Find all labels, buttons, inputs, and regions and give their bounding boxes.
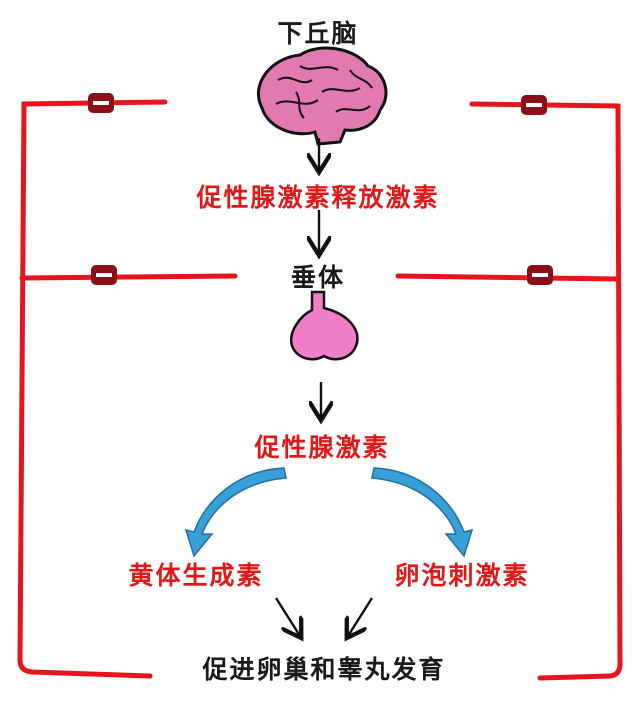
right-outer-feedback-line: [469, 101, 623, 681]
minus-badge-icon: [91, 265, 117, 285]
right-inner-feedback-line: [395, 273, 621, 282]
converge-arrow: [348, 597, 374, 636]
gnrh-label: 促性腺激素释放激素: [196, 183, 440, 212]
brain-icon: [256, 46, 388, 146]
minus-badge-icon: [88, 93, 114, 113]
converge-arrow: [274, 597, 300, 636]
minus-badge-icon: [521, 95, 547, 115]
left-inner-feedback-line: [19, 273, 238, 281]
curved-arrow-right: [371, 467, 474, 558]
split-arrows: [184, 467, 474, 558]
hypothalamus-label: 下丘脑: [277, 19, 359, 48]
left-outer-feedback-line: [17, 99, 168, 679]
pituitary-label: 垂体: [290, 263, 346, 292]
feedback-loops: [17, 99, 623, 681]
gonadotropin-label: 促性腺激素: [254, 433, 390, 462]
outcome-label: 促进卵巢和睾丸发育: [202, 655, 446, 684]
pituitary-gland-icon: [289, 290, 359, 361]
curved-arrow-left: [184, 467, 287, 558]
minus-badge-icon: [527, 265, 553, 285]
lh-label: 黄体生成素: [128, 561, 264, 590]
flow-arrows: [274, 138, 374, 636]
fsh-label: 卵泡刺激素: [394, 561, 530, 590]
